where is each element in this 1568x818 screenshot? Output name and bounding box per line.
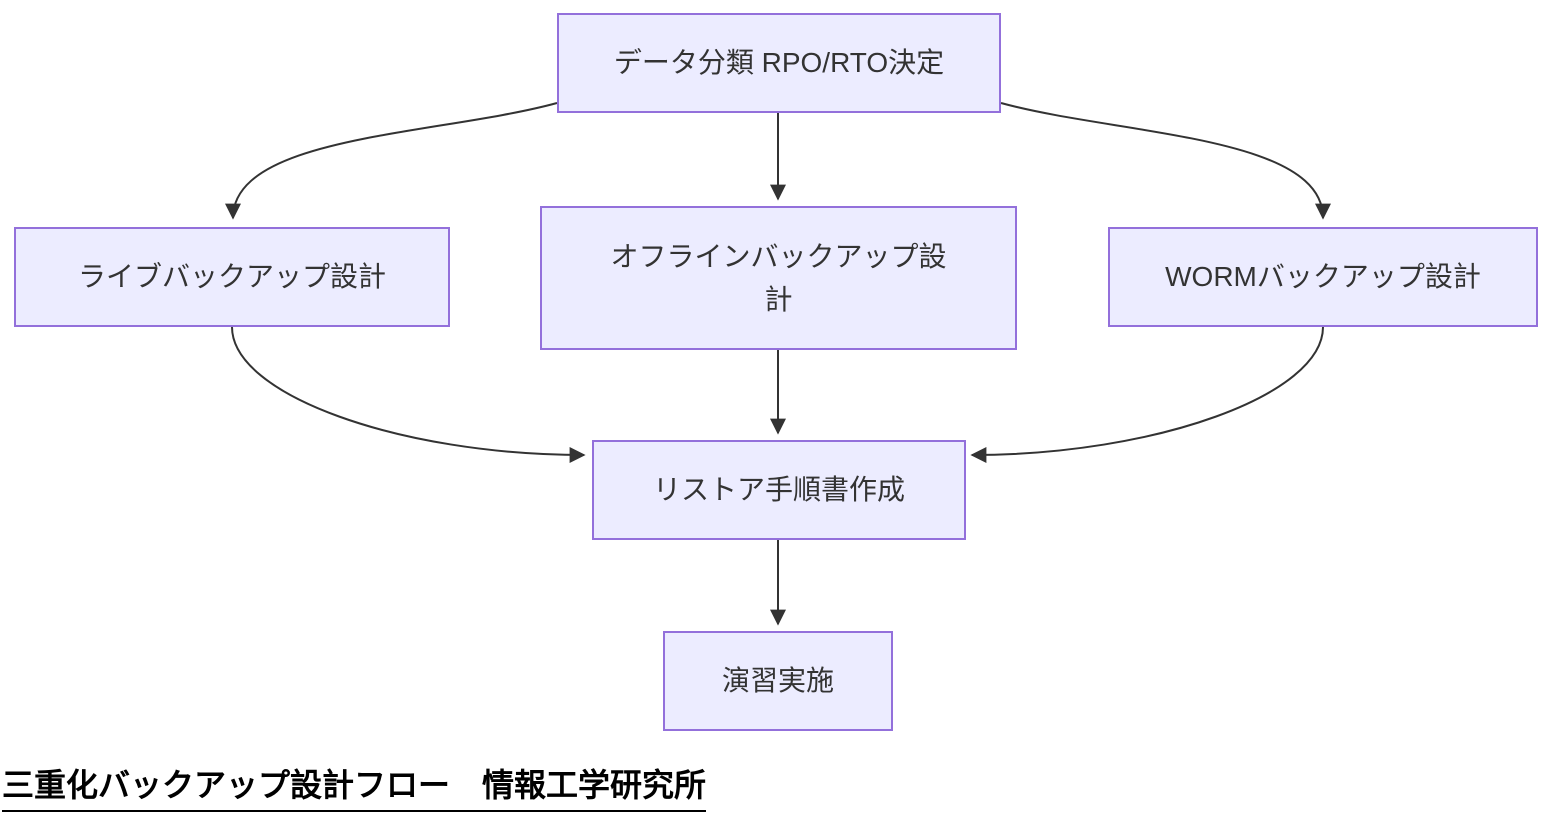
node-label: オフラインバックアップ設計 bbox=[610, 240, 947, 315]
node-worm-backup-design: WORMバックアップ設計 bbox=[1108, 227, 1538, 327]
edge-live-to-restore bbox=[231, 326, 586, 463]
node-drill-execution: 演習実施 bbox=[663, 631, 893, 731]
edge-classify-to-worm bbox=[1000, 102, 1331, 220]
node-label: ライブバックアップ設計 bbox=[77, 261, 386, 293]
edge-classify-to-live bbox=[225, 102, 558, 220]
node-label: リストア手順書作成 bbox=[652, 474, 905, 506]
node-label: データ分類 RPO/RTO決定 bbox=[613, 47, 945, 79]
node-live-backup-design: ライブバックアップ設計 bbox=[14, 227, 450, 327]
edge-worm-to-restore bbox=[970, 326, 1324, 463]
node-label: 演習実施 bbox=[721, 665, 834, 697]
node-label: WORMバックアップ設計 bbox=[1165, 261, 1481, 293]
node-restore-procedure-doc: リストア手順書作成 bbox=[592, 440, 966, 540]
node-offline-backup-design: オフラインバックアップ設計 bbox=[540, 206, 1017, 350]
diagram-caption: 三重化バックアップ設計フロー 情報工学研究所 bbox=[2, 760, 707, 812]
node-data-classification: データ分類 RPO/RTO決定 bbox=[557, 13, 1001, 113]
